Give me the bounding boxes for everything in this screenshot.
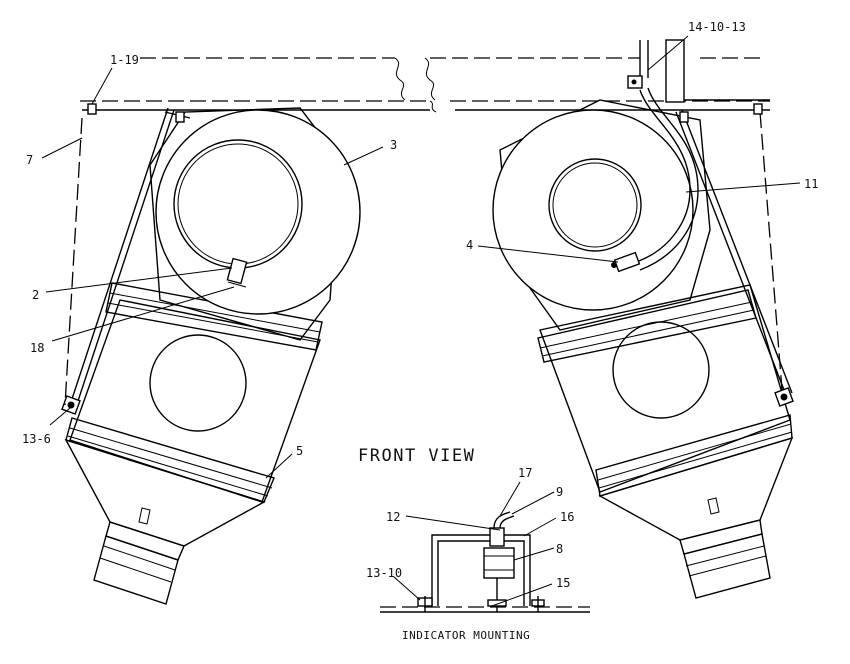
callout-3: 3 (390, 138, 397, 152)
callout-17: 17 (518, 466, 532, 480)
front-view-title: FRONT VIEW (358, 446, 475, 466)
indicator-mounting-caption: INDICATOR MOUNTING (402, 629, 530, 642)
left-air-cleaner (61, 103, 361, 605)
callout-15: 15 (556, 576, 570, 590)
indicator-mounting-detail (380, 511, 590, 613)
callout-labels: 1-19 7 3 2 18 13-6 5 14-10-13 11 4 17 9 … (22, 20, 818, 642)
callout-9: 9 (556, 485, 563, 499)
callout-5: 5 (296, 444, 303, 458)
callout-4: 4 (466, 238, 473, 252)
callout-1-19: 1-19 (110, 53, 139, 67)
callout-13-6: 13-6 (22, 432, 51, 446)
callout-12: 12 (386, 510, 400, 524)
callout-8: 8 (556, 542, 563, 556)
leader-lines (41, 35, 801, 607)
callout-13-10: 13-10 (366, 566, 402, 580)
top-frame (80, 57, 770, 113)
callout-16: 16 (560, 510, 574, 524)
callout-7: 7 (26, 153, 33, 167)
right-air-cleaner (492, 39, 794, 599)
callout-18: 18 (30, 341, 44, 355)
callout-2: 2 (32, 288, 39, 302)
callout-14-10-13: 14-10-13 (688, 20, 746, 34)
callout-11: 11 (804, 177, 818, 191)
